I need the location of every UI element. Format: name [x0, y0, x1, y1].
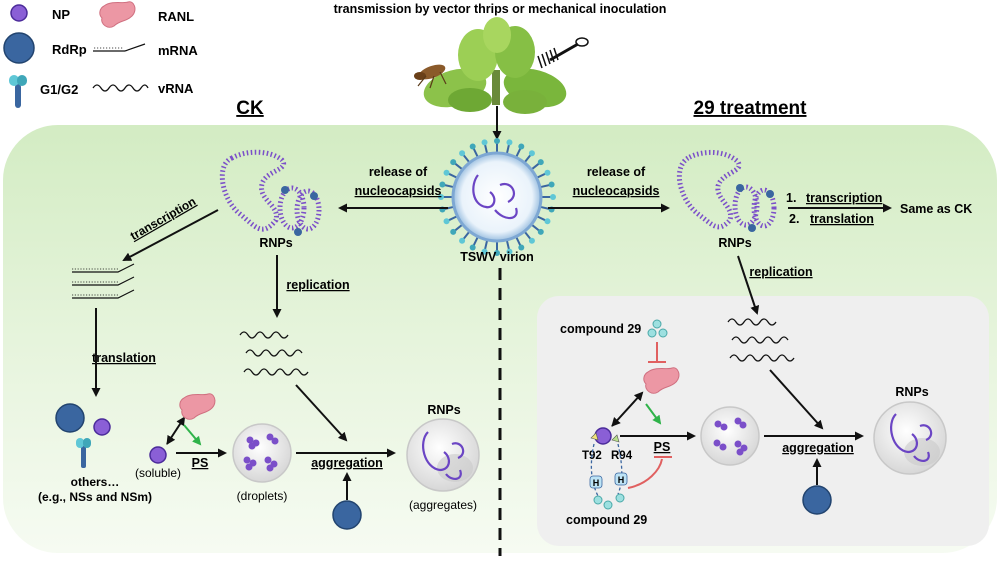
legend-rdrp-label: RdRp: [52, 42, 87, 57]
ck-aggregates-label: (aggregates): [409, 498, 477, 512]
ck-soluble-np-icon: [149, 446, 167, 464]
ck-aggregation-label: aggregation: [311, 456, 383, 470]
legend-g1g2-label: G1/G2: [40, 82, 78, 97]
np-dot-icon: [10, 4, 28, 22]
ck-ranl-icon: [179, 393, 216, 420]
t29-ps-label: PS: [654, 440, 671, 454]
ck-aggregate-icon: [406, 418, 480, 492]
t29-hbond-h-label-1: H: [593, 478, 600, 488]
ck-translation-label: translation: [92, 351, 156, 365]
ck-rnp-icon: [219, 149, 322, 236]
t29-hbond-h-badge-1: H: [589, 475, 603, 489]
t29-r94-label: R94: [611, 450, 633, 462]
ck-release-label-2: nucleocapsids: [355, 184, 442, 198]
ck-rnps-label: RNPs: [259, 236, 292, 250]
t29-step2-number: 2.: [789, 212, 799, 226]
legend: NP RdRp G1/G2 RANL mRNA vRNA: [3, 1, 198, 108]
t29-replication-arrow: [737, 255, 760, 315]
ck-droplets-label: (droplets): [237, 489, 288, 503]
glycoprotein-icon: [9, 75, 27, 108]
ck-np-ranl-arrow: [166, 416, 186, 445]
ck-proteins-icon: [55, 403, 111, 468]
t29-rnps-label: RNPs: [718, 236, 751, 250]
virion-icon: [438, 138, 556, 256]
ck-ranl-green-arrow: [183, 424, 202, 446]
ranl-protein-icon: [99, 1, 136, 28]
ck-others-sub-label: (e.g., NSs and NSm): [38, 490, 152, 504]
t29-title: 29 treatment: [694, 98, 808, 119]
ck-mrna-bundle: [72, 263, 135, 299]
t29-compound-top-icon: [647, 319, 668, 338]
legend-np-label: NP: [52, 7, 70, 22]
t29-hbond-h-badge-2: H: [614, 472, 628, 486]
t29-np-ranl-arrow: [611, 391, 644, 427]
transmission-label: transmission by vector thrips or mechani…: [334, 2, 667, 16]
t29-vrna-icon: [727, 318, 795, 362]
ck-rdrp-icon: [332, 500, 362, 530]
t29-compound-top-label: compound 29: [560, 322, 641, 336]
legend-mrna-label: mRNA: [158, 43, 198, 58]
legend-vrna-label: vRNA: [158, 81, 194, 96]
t29-compound-bottom-label: compound 29: [566, 513, 647, 527]
t29-vrna-to-aggregation-arrow: [769, 369, 824, 430]
ck-transcription-arrow: [122, 209, 219, 261]
ck-replication-label: replication: [286, 278, 349, 292]
ck-vrna-icon: [239, 331, 309, 376]
legend-ranl-label: RANL: [158, 9, 194, 24]
t29-release-label-1: release of: [587, 165, 646, 179]
t29-step2-label: translation: [810, 212, 874, 226]
t29-aggregation-label: aggregation: [782, 441, 854, 455]
ck-droplet-icon: [232, 423, 292, 483]
vrna-wave-icon: [92, 84, 149, 92]
t29-step1-label: transcription: [806, 191, 882, 205]
t29-hbond-lines: [590, 443, 623, 497]
ck-title: CK: [236, 98, 264, 119]
t29-ps-inhibition: [627, 456, 672, 489]
thrips-icon: [414, 64, 447, 89]
t29-ranl-green-arrow: [645, 403, 662, 425]
ck-rnps-aggregate-label: RNPs: [427, 403, 460, 417]
virion-label: TSWV virion: [460, 250, 534, 264]
t29-rnps-aggregate-label: RNPs: [895, 385, 928, 399]
rdrp-ball-icon: [3, 32, 35, 64]
t29-compound-bottom-icon: [593, 493, 625, 510]
t29-inhibition-bar: [648, 342, 666, 363]
mrna-line-icon: [93, 43, 146, 52]
brush-icon: [537, 37, 589, 69]
t29-rdrp-icon: [802, 485, 832, 515]
t29-droplet-icon: [700, 406, 760, 466]
t29-hbond-h-label-2: H: [618, 475, 625, 485]
t29-rnp-icon: [676, 150, 777, 232]
t29-replication-label: replication: [749, 265, 812, 279]
t29-ranl-icon: [643, 367, 680, 394]
t29-release-label-2: nucleocapsids: [573, 184, 660, 198]
ck-release-label-1: release of: [369, 165, 428, 179]
ck-soluble-label: (soluble): [135, 466, 181, 480]
plant-icon: [423, 17, 567, 114]
t29-aggregate-icon: [873, 401, 947, 475]
treatment-box: [537, 296, 989, 546]
ck-others-label: others…: [71, 475, 120, 489]
t29-same-as-ck-label: Same as CK: [900, 202, 972, 216]
t29-np-binding-icon: [590, 427, 620, 445]
ck-vrna-to-aggregation-arrow: [295, 384, 348, 442]
t29-step1-number: 1.: [786, 191, 796, 205]
ck-ps-label: PS: [192, 456, 209, 470]
